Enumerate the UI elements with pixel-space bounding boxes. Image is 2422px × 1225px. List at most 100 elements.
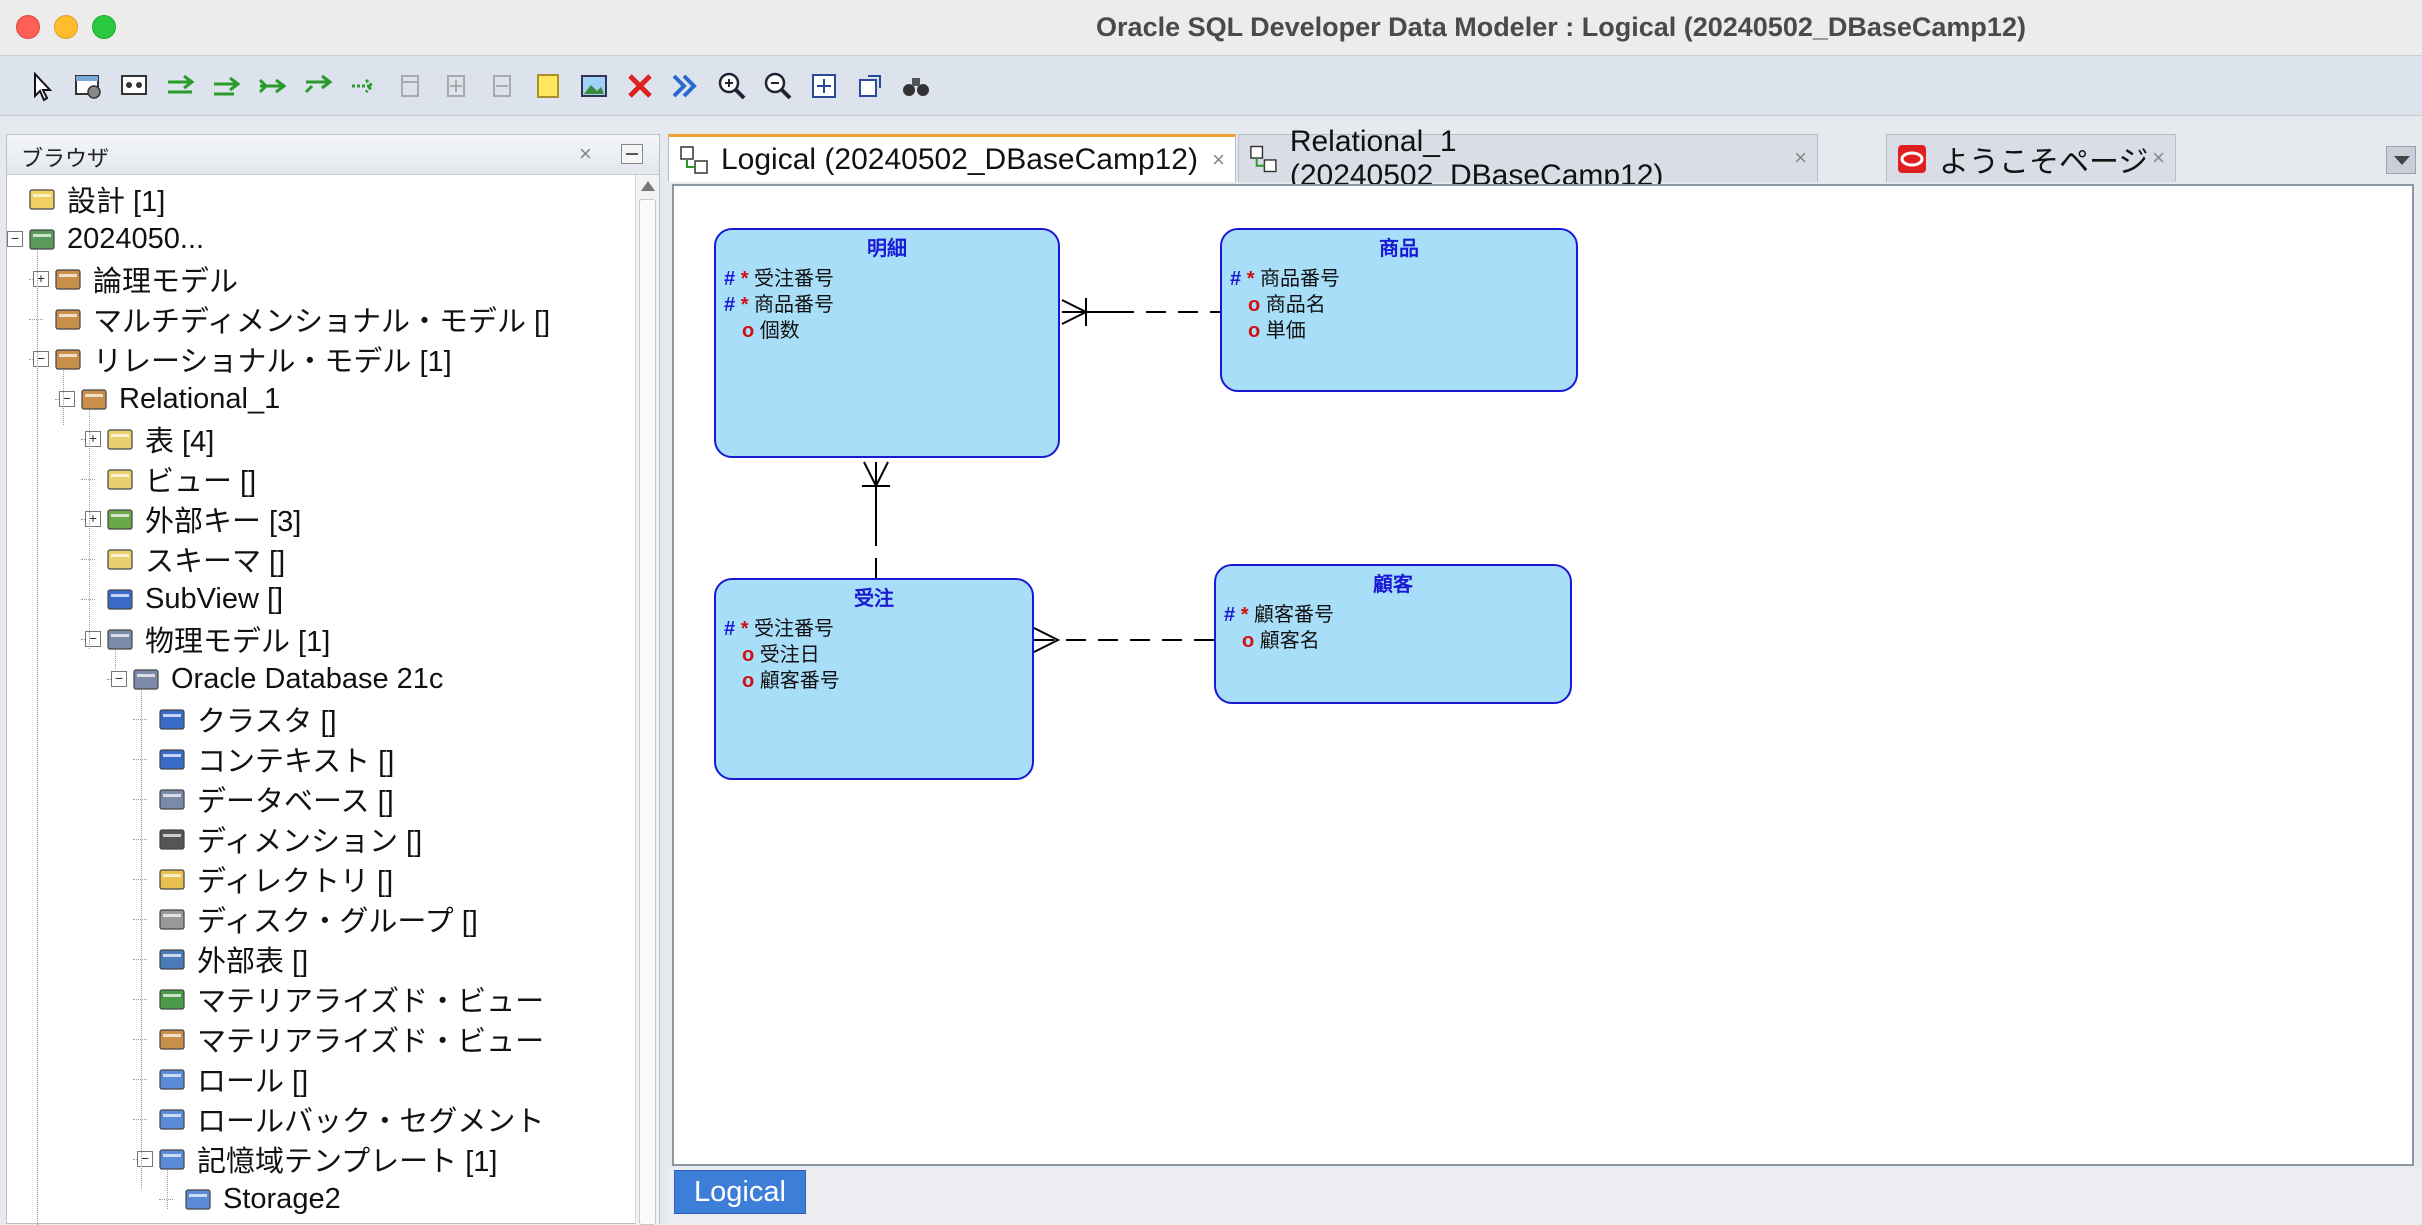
new-relation-arc-icon[interactable]: [298, 66, 338, 106]
expand-icon[interactable]: +: [85, 431, 101, 447]
browser-scrollbar[interactable]: [635, 175, 659, 1225]
tree-item[interactable]: ビュー []: [105, 459, 256, 499]
browser-close-icon[interactable]: ×: [579, 141, 592, 166]
tree-item-label: 設計 [1]: [67, 186, 166, 218]
new-view-icon[interactable]: [114, 66, 154, 106]
tab-label: Relational_1 (20240502_DBaseCamp12): [1289, 124, 1664, 192]
entity-attribute: # * 商品番号: [724, 294, 835, 316]
tree-item[interactable]: スキーマ []: [105, 539, 285, 579]
foreign-keys-icon: [107, 509, 133, 530]
tree-item-label: ロール []: [197, 1066, 309, 1098]
expand-icon[interactable]: +: [33, 271, 49, 287]
tree-item[interactable]: 外部表 []: [157, 939, 308, 979]
entity-attribute: o 商品名: [1248, 294, 1326, 316]
select-icon[interactable]: [22, 66, 62, 106]
collapse-icon[interactable]: −: [85, 631, 101, 647]
tree-item[interactable]: クラスタ []: [157, 699, 337, 739]
tab-close-icon[interactable]: ×: [2152, 145, 2165, 170]
default-size-icon[interactable]: [850, 66, 890, 106]
tree-item[interactable]: ディメンション []: [157, 819, 422, 859]
tree-item[interactable]: 物理モデル [1]: [105, 619, 330, 659]
scroll-thumb[interactable]: [639, 199, 656, 1225]
note-icon[interactable]: [528, 66, 568, 106]
entity-meisai[interactable]: 明細 # * 受注番号 # * 商品番号 o 個数: [714, 228, 1060, 458]
tree-item[interactable]: マテリアライズド・ビュー: [157, 1019, 544, 1059]
collapse-icon[interactable]: −: [33, 351, 49, 367]
physical-models-icon: [107, 629, 133, 650]
scroll-up-icon[interactable]: [641, 181, 655, 191]
new-inheritance-icon[interactable]: [344, 66, 384, 106]
tree-item-label: ディスク・グループ []: [197, 906, 478, 938]
collapse-icon[interactable]: −: [7, 231, 23, 247]
browser-panel: ブラウザ × 設計 [1]−2024050...+論理モデルマルチディメンショナ…: [6, 134, 660, 1225]
zoom-in-icon[interactable]: [712, 66, 752, 106]
tab-logical[interactable]: Logical (20240502_DBaseCamp12) ×: [668, 134, 1236, 182]
tree-item[interactable]: マテリアライズド・ビュー: [157, 979, 544, 1019]
tree-item[interactable]: ロール []: [157, 1059, 308, 1099]
entity-juchu[interactable]: 受注 # * 受注番号 o 受注日 o 顧客番号: [714, 578, 1034, 780]
tree-item-label: SubView []: [145, 582, 284, 615]
tree-item-label: 外部キー [3]: [145, 506, 302, 538]
tree-item[interactable]: Oracle Database 21c: [131, 659, 443, 699]
tree-connector: [29, 319, 43, 320]
maximize-window-button[interactable]: [92, 15, 116, 39]
relationship-lines: [862, 298, 1222, 653]
picture-icon[interactable]: [574, 66, 614, 106]
tree-item-label: マテリアライズド・ビュー: [197, 1026, 545, 1058]
find-icon[interactable]: [896, 66, 936, 106]
minimize-window-button[interactable]: [54, 15, 78, 39]
diagram-canvas[interactable]: 明細 # * 受注番号 # * 商品番号 o 個数 商品 # * 商品番号 o …: [672, 184, 2414, 1166]
new-type-icon[interactable]: [390, 66, 430, 106]
tree-item[interactable]: マルチディメンショナル・モデル []: [53, 299, 550, 339]
entity-shohin[interactable]: 商品 # * 商品番号 o 商品名 o 単価: [1220, 228, 1578, 392]
tab-welcome[interactable]: ようこそページ ×: [1886, 134, 2176, 182]
tree-item[interactable]: 表 [4]: [105, 419, 214, 459]
delete-icon[interactable]: [620, 66, 660, 106]
tree-item[interactable]: コンテキスト []: [157, 739, 394, 779]
tree-guide: [63, 369, 64, 425]
tree-item[interactable]: ディスク・グループ []: [157, 899, 478, 939]
tree-item[interactable]: 記憶域テンプレート [1]: [157, 1139, 497, 1179]
tree-connector: [133, 879, 147, 880]
browser-minimize-button[interactable]: [621, 144, 643, 164]
tree-item[interactable]: SubView []: [105, 579, 283, 619]
tree-item[interactable]: ロールバック・セグメント: [157, 1099, 544, 1139]
tree-item-label: データベース []: [197, 786, 394, 818]
tree-item[interactable]: 外部キー [3]: [105, 499, 301, 539]
new-relation-mn-icon[interactable]: [252, 66, 292, 106]
tab-label: ようこそページ: [1939, 145, 2149, 179]
expand-icon[interactable]: +: [85, 511, 101, 527]
collapse-icon[interactable]: −: [59, 391, 75, 407]
new-entity-icon[interactable]: [68, 66, 108, 106]
tree-item[interactable]: 設計 [1]: [27, 179, 165, 219]
tree-item[interactable]: ディレクトリ []: [157, 859, 393, 899]
collapse-icon[interactable]: −: [137, 1151, 153, 1167]
tree-item[interactable]: リレーショナル・モデル [1]: [53, 339, 452, 379]
new-relation-1n-icon[interactable]: [160, 66, 200, 106]
engineer-icon[interactable]: [666, 66, 706, 106]
split-icon[interactable]: [436, 66, 476, 106]
collapse-icon[interactable]: −: [111, 671, 127, 687]
tab-close-icon[interactable]: ×: [1794, 145, 1807, 170]
tree-item[interactable]: 2024050...: [27, 219, 204, 259]
fit-screen-icon[interactable]: [804, 66, 844, 106]
tab-close-icon[interactable]: ×: [1212, 147, 1225, 172]
tree-item[interactable]: 論理モデル: [53, 259, 238, 299]
tree-item[interactable]: Relational_1: [79, 379, 280, 419]
entity-kokyaku[interactable]: 顧客 # * 顧客番号 o 顧客名: [1214, 564, 1572, 704]
tree-item[interactable]: Storage2: [183, 1179, 341, 1219]
tab-relational[interactable]: Relational_1 (20240502_DBaseCamp12) ×: [1238, 125, 1818, 192]
tree-item-label: リレーショナル・モデル [1]: [93, 346, 452, 378]
entity-attribute: # * 顧客番号: [1224, 604, 1335, 626]
tree-item-label: ディレクトリ []: [197, 866, 394, 898]
merge-icon[interactable]: [482, 66, 522, 106]
new-relation-11-icon[interactable]: [206, 66, 246, 106]
tree-item[interactable]: データベース []: [157, 779, 394, 819]
tabs-dropdown-icon[interactable]: [2386, 146, 2416, 174]
zoom-out-icon[interactable]: [758, 66, 798, 106]
folder-open-icon: [29, 189, 55, 210]
main-toolbar: [0, 56, 2422, 116]
tree-item-label: Relational_1: [119, 382, 281, 415]
close-window-button[interactable]: [16, 15, 40, 39]
tab-logical-subview[interactable]: Logical: [674, 1170, 806, 1214]
